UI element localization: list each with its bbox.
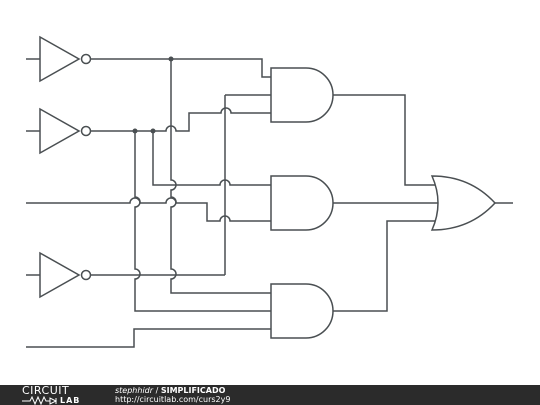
wire-input-c (26, 197, 271, 222)
footer-bar: CIRCUIT LAB stephhidr / SIMPLIFICADO htt… (0, 385, 540, 405)
wire-not-a-vertical (170, 59, 271, 294)
credit-line: stephhidr / SIMPLIFICADO (115, 386, 225, 395)
junction-dot (150, 128, 156, 134)
not-gate-1[interactable] (26, 35, 92, 83)
wire-and3-to-or (333, 220, 439, 312)
not-gate-3-body (39, 251, 81, 299)
not-gate-2-bubble (80, 125, 92, 137)
logo-text-bottom: LAB (60, 396, 81, 405)
wire-not-b-branch-2 (152, 131, 271, 186)
credit-separator: / (153, 386, 161, 395)
wire-and1-link (224, 94, 271, 275)
circuit-url-link[interactable]: http://circuitlab.com/curs2y9 (115, 395, 231, 404)
wire-input-e (26, 328, 271, 348)
or-gate[interactable] (430, 175, 497, 231)
and-gate-2[interactable] (270, 175, 334, 231)
not-gate-2-body (39, 107, 81, 155)
author-name[interactable]: stephhidr (115, 386, 154, 395)
not-gate-2[interactable] (26, 107, 92, 155)
not-gate-3[interactable] (26, 251, 92, 299)
resistor-squiggle-icon (22, 396, 58, 405)
logo-text-top: CIRCUIT (22, 384, 70, 397)
wire-not-b-out (91, 107, 271, 132)
not-gate-3-bubble (80, 269, 92, 281)
junctions (132, 56, 174, 134)
circuitlab-logo[interactable]: CIRCUIT LAB (22, 385, 94, 405)
circuit-title: SIMPLIFICADO (160, 386, 226, 395)
wire-not-a-out (91, 58, 271, 78)
circuit-schematic (26, 35, 513, 348)
junction-dot (132, 128, 138, 134)
not-gate-1-body (39, 35, 81, 83)
junction-dot (168, 56, 174, 62)
and-gate-1[interactable] (270, 67, 334, 123)
wire-and1-to-or (333, 94, 439, 186)
and-gate-3[interactable] (270, 283, 334, 339)
not-gate-1-bubble (80, 53, 92, 65)
wires (26, 58, 513, 348)
